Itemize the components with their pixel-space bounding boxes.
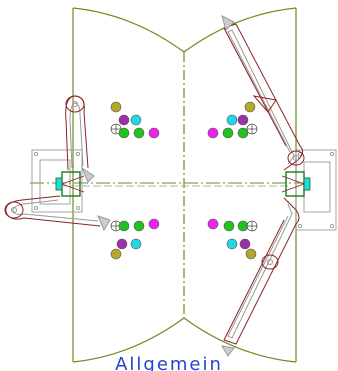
left-hub	[61, 171, 81, 197]
left-hub-detail	[61, 183, 85, 193]
left-lower-tool	[97, 215, 111, 232]
marker-cluster-lower-left	[110, 218, 160, 260]
marker-cluster-lower-right	[207, 218, 258, 260]
right-base-bolt	[297, 223, 303, 229]
cyan-marker	[130, 238, 142, 250]
green-marker	[118, 127, 130, 139]
magenta-marker	[148, 127, 160, 139]
left-upper-tool	[80, 166, 95, 183]
green-marker	[223, 220, 235, 232]
green-marker	[222, 127, 234, 139]
purple-marker	[116, 238, 128, 250]
marker-cluster-upper-right	[207, 101, 258, 139]
purple-marker	[239, 238, 251, 250]
left-base-inner	[39, 159, 71, 205]
magenta-marker	[148, 218, 160, 230]
cyan-marker	[226, 238, 238, 250]
purple-marker	[118, 114, 130, 126]
view-label: Allgemein	[115, 354, 223, 371]
outer-boundary	[72, 7, 297, 363]
green-marker	[237, 127, 249, 139]
right-lower-arm	[221, 197, 300, 357]
right-lower-pivot	[267, 259, 273, 265]
magenta-marker	[207, 218, 219, 230]
green-marker	[118, 220, 130, 232]
left-hub-cap	[55, 177, 63, 191]
horizontal-centerline	[30, 182, 310, 187]
green-marker	[133, 127, 145, 139]
purple-marker	[237, 114, 249, 126]
green-marker	[237, 220, 249, 232]
left-upper-pivot	[72, 101, 78, 107]
left-upper-arm-inner	[69, 102, 84, 169]
right-hub-cap	[303, 177, 311, 191]
olive-marker	[244, 101, 256, 113]
left-base-outline	[31, 149, 83, 213]
left-base-bolt	[75, 151, 81, 157]
right-lower-arm-inner	[227, 203, 293, 339]
right-hub	[285, 171, 305, 197]
cyan-marker	[226, 114, 238, 126]
right-upper-arm-outer	[223, 23, 304, 171]
magenta-marker	[207, 127, 219, 139]
left-lower-arm	[4, 195, 111, 232]
right-upper-pivot	[293, 155, 299, 161]
right-hub-detail	[281, 175, 305, 185]
marker-cluster-upper-left	[110, 101, 160, 139]
boundary-top-arc	[72, 7, 297, 53]
left-base-bolt	[33, 205, 39, 211]
right-upper-arm	[221, 15, 305, 171]
left-lower-arm-outer	[5, 195, 101, 227]
left-base-bolt	[33, 151, 39, 157]
left-upper-arm-outer	[65, 95, 89, 171]
left-lower-pivot	[11, 207, 17, 213]
left-lower-arm-inner	[12, 199, 99, 222]
left-upper-arm	[65, 95, 95, 183]
right-lower-arm-outer	[223, 197, 300, 345]
left-hub-detail	[61, 175, 85, 185]
left-lower-elbow	[4, 201, 24, 219]
right-hub-detail	[281, 183, 305, 193]
right-base-bolt	[329, 223, 335, 229]
cyan-marker	[130, 114, 142, 126]
left-upper-elbow	[65, 95, 85, 113]
left-base-bolt	[75, 205, 81, 211]
right-upper-link	[252, 95, 277, 113]
right-base-bolt	[329, 151, 335, 157]
olive-marker	[110, 101, 122, 113]
olive-marker	[245, 248, 257, 260]
green-marker	[133, 220, 145, 232]
right-upper-arm-inner	[227, 29, 295, 165]
olive-marker	[110, 248, 122, 260]
right-lower-tool	[221, 345, 235, 357]
right-base-outline	[295, 149, 337, 231]
right-lower-elbow	[261, 254, 279, 270]
right-upper-elbow	[287, 150, 305, 166]
right-upper-tool	[221, 15, 235, 31]
left-base-plate	[31, 149, 85, 213]
